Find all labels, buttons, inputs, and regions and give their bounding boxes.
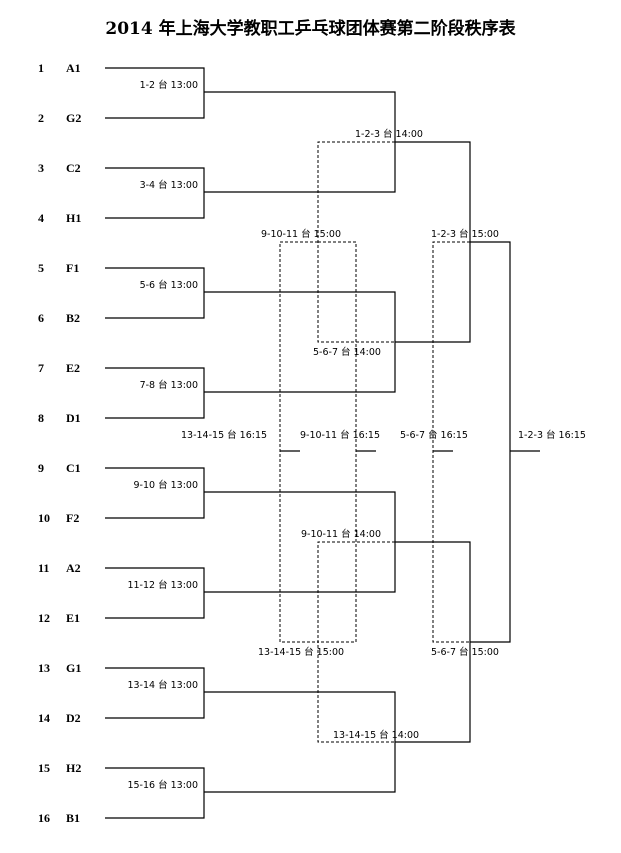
- team-name: C2: [66, 161, 81, 175]
- seed-number: 15: [38, 761, 50, 775]
- team-name: A2: [66, 561, 81, 575]
- team-name: D2: [66, 711, 81, 725]
- seed-number: 8: [38, 411, 44, 425]
- match-label: 1-2 台 13:00: [140, 79, 198, 91]
- team-name: H2: [66, 761, 81, 775]
- team-name: A1: [66, 61, 81, 75]
- bracket-line: [204, 91, 396, 193]
- match-label: 5-6-7 台 15:00: [431, 646, 499, 658]
- team-name: G2: [66, 111, 81, 125]
- dashed-line: [432, 241, 470, 643]
- match-label: 15-16 台 13:00: [127, 779, 198, 791]
- team-name: B2: [66, 311, 80, 325]
- seed-number: 7: [38, 361, 44, 375]
- match-label: 7-8 台 13:00: [140, 379, 198, 391]
- match-label: 9-10-11 台 16:15: [300, 429, 380, 441]
- bracket-line: [470, 241, 511, 643]
- match-label: 1-2-3 台 14:00: [355, 128, 423, 140]
- round-2-winner-lines: [204, 91, 540, 793]
- team-name: H1: [66, 211, 81, 225]
- bracket-line: [105, 267, 205, 319]
- seed-number: 16: [38, 811, 50, 825]
- match-label: 13-14 台 13:00: [127, 679, 198, 691]
- match-label: 9-10-11 台 15:00: [261, 228, 341, 240]
- match-label: 9-10 台 13:00: [134, 479, 198, 491]
- match-label: 13-14-15 台 15:00: [258, 646, 344, 658]
- bracket-line: [105, 67, 205, 119]
- entrant-list: 1 A1 2 G2 3 C2 4 H1 5 F1 6 B2 7 E2 8 D1 …: [38, 61, 81, 825]
- seed-number: 14: [38, 711, 50, 725]
- seed-number: 2: [38, 111, 44, 125]
- match-label: 5-6 台 13:00: [140, 279, 198, 291]
- seed-number: 1: [38, 61, 44, 75]
- dashed-line: [279, 241, 318, 643]
- team-name: E2: [66, 361, 80, 375]
- team-name: F1: [66, 261, 79, 275]
- team-name: B1: [66, 811, 80, 825]
- seed-number: 4: [38, 211, 44, 225]
- team-name: E1: [66, 611, 80, 625]
- match-label: 13-14-15 台 14:00: [333, 729, 419, 741]
- seed-number: 13: [38, 661, 50, 675]
- team-name: G1: [66, 661, 81, 675]
- match-labels: 1-2 台 13:00 3-4 台 13:00 5-6 台 13:00 7-8 …: [127, 79, 585, 791]
- bracket-line: [105, 767, 205, 819]
- bracket-line: [105, 467, 205, 519]
- match-label: 13-14-15 台 16:15: [181, 429, 267, 441]
- seed-number: 10: [38, 511, 50, 525]
- team-name: C1: [66, 461, 81, 475]
- bracket-line: [105, 667, 205, 719]
- page-title: 2014 年上海大学教职工乒乓球团体赛第二阶段秩序表: [105, 19, 516, 39]
- placement-lines: [279, 141, 470, 743]
- seed-number: 3: [38, 161, 44, 175]
- dashed-line: [318, 241, 357, 643]
- match-label: 3-4 台 13:00: [140, 179, 198, 191]
- bracket-line: [105, 167, 205, 219]
- match-label: 11-12 台 13:00: [127, 579, 198, 591]
- seed-number: 9: [38, 461, 44, 475]
- bracket-line: [105, 367, 205, 419]
- match-label: 1-2-3 台 15:00: [431, 228, 499, 240]
- match-label: 9-10-11 台 14:00: [301, 528, 381, 540]
- bracket-line: [204, 491, 396, 593]
- bracket-line: [105, 567, 205, 619]
- team-name: F2: [66, 511, 79, 525]
- round-1-lines: [105, 67, 205, 819]
- seed-number: 11: [38, 561, 49, 575]
- seed-number: 6: [38, 311, 44, 325]
- team-name: D1: [66, 411, 81, 425]
- match-label: 1-2-3 台 16:15: [518, 429, 586, 441]
- seed-number: 12: [38, 611, 50, 625]
- match-label: 5-6-7 台 16:15: [400, 429, 468, 441]
- seed-number: 5: [38, 261, 44, 275]
- match-label: 5-6-7 台 14:00: [313, 346, 381, 358]
